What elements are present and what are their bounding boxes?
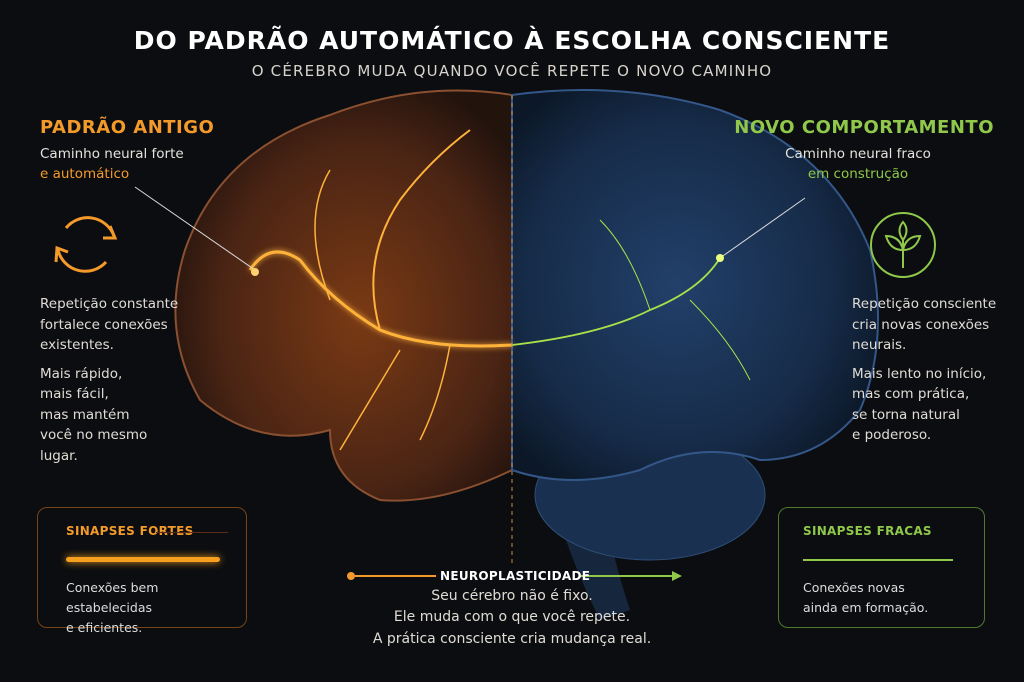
old-pattern-text: Repetição constante fortalece conexões e… — [40, 294, 178, 466]
text-line: existentes. — [40, 337, 114, 353]
new-behavior-heading: NOVO COMPORTAMENTO — [734, 117, 994, 138]
strong-synapses-card: SINAPSES FORTES Conexões bem estabelecid… — [37, 507, 247, 635]
text-line: mas mantém — [40, 406, 130, 423]
text-line: neurais. — [852, 337, 907, 353]
page-subtitle: O CÉREBRO MUDA QUANDO VOCÊ REPETE O NOVO… — [251, 62, 773, 80]
text-line: cria novas conexões — [852, 316, 990, 333]
weak-neural-pathway — [511, 219, 751, 381]
text-line: mas com prática, — [852, 386, 970, 402]
cycle-arrows-icon — [54, 216, 118, 273]
description-highlight: e automático — [40, 166, 130, 182]
text-line: mais fácil, — [40, 386, 109, 402]
left-hemisphere — [174, 89, 513, 502]
strong-synapse-bar — [66, 557, 220, 562]
text-line: Mais rápido, — [40, 365, 123, 382]
weak-synapses-card: SINAPSES FRACAS Conexões novas ainda em … — [778, 507, 985, 628]
text-line: Conexões bem estabelecidas — [66, 580, 159, 615]
text-line: Conexões novas — [803, 580, 905, 595]
text-line: se torna natural — [852, 406, 960, 423]
description-line: Caminho neural fraco — [785, 146, 931, 162]
center-text-line: Ele muda com o que você repete. — [393, 609, 631, 625]
card-title: SINAPSES FRACAS — [803, 524, 932, 538]
card-text: Conexões bem estabelecidas e eficientes. — [66, 578, 246, 638]
card-text: Conexões novas ainda em formação. — [803, 578, 928, 618]
text-line: Repetição consciente — [852, 296, 997, 312]
strong-neural-pathway — [248, 129, 513, 451]
pointer-right — [719, 197, 806, 259]
new-behavior-text: Repetição consciente cria novas conexões… — [852, 294, 996, 446]
text-line: ainda em formação. — [803, 600, 929, 615]
new-behavior-description: Caminho neural fraco em construção — [778, 144, 938, 184]
old-pattern-description: Caminho neural forte e automático — [40, 144, 184, 184]
neuroplasticity-label: NEUROPLASTICIDADE — [440, 569, 591, 583]
divider — [156, 532, 228, 533]
sprout-icon — [870, 212, 936, 278]
text-line: fortalece conexões — [40, 316, 168, 333]
card-title: SINAPSES FORTES — [66, 524, 194, 538]
weak-synapse-bar — [803, 559, 953, 561]
text-line: e poderoso. — [852, 427, 932, 443]
center-text-line: Seu cérebro não é fixo. — [431, 588, 593, 604]
text-line: Repetição constante — [40, 296, 179, 312]
page-title: DO PADRÃO AUTOMÁTICO À ESCOLHA CONSCIENT… — [133, 26, 891, 55]
old-pattern-heading: PADRÃO ANTIGO — [40, 117, 215, 138]
text-line: Mais lento no início, — [852, 365, 987, 382]
text-line: lugar. — [40, 447, 78, 464]
neuroplasticity-arrow — [347, 571, 682, 581]
description-highlight: em construção — [807, 166, 909, 182]
center-text-line: A prática consciente cria mudança real. — [372, 631, 652, 647]
pointer-left — [134, 186, 256, 271]
text-line: e eficientes. — [66, 620, 143, 635]
description-line: Caminho neural forte — [40, 146, 184, 162]
text-line: você no mesmo — [40, 427, 148, 443]
